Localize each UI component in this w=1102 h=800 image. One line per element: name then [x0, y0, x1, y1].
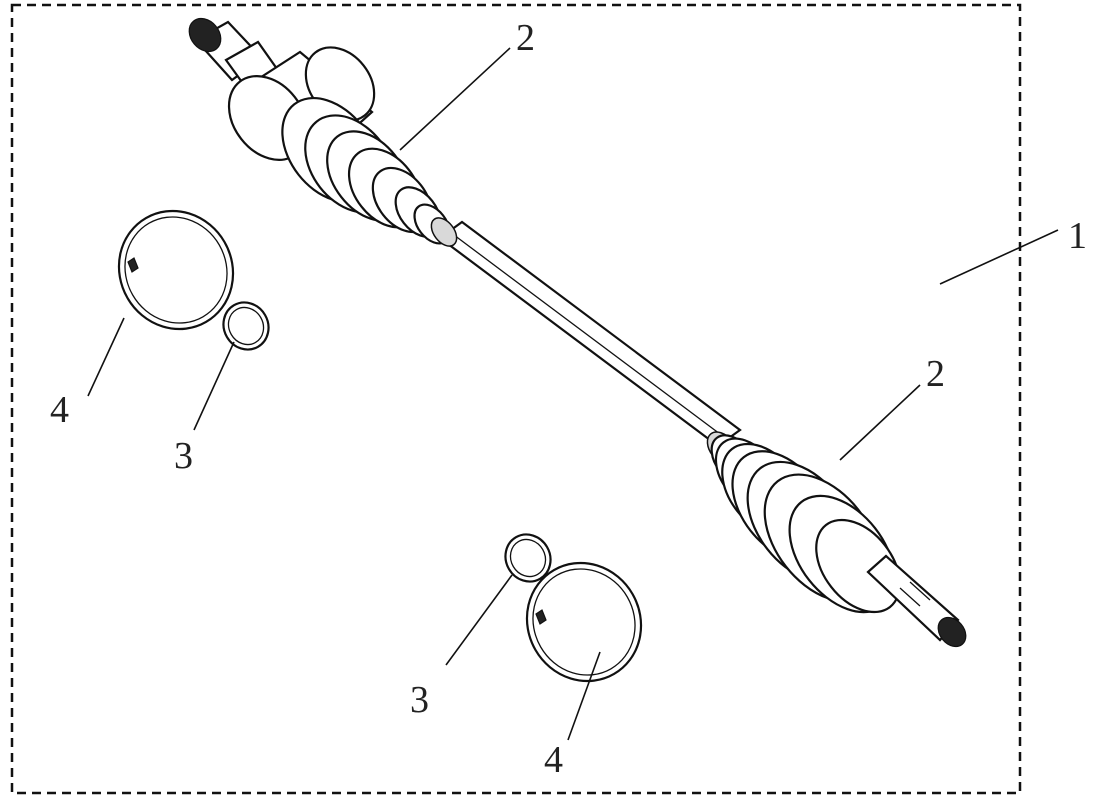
leader-line-2-inner [399, 47, 511, 151]
large-clamp-ring-lower [525, 561, 643, 683]
label-part-2-inner: 2 [516, 17, 535, 59]
label-part-4-upper: 4 [50, 389, 69, 431]
label-part-4-lower: 4 [544, 739, 563, 781]
small-clamp-ring-upper [222, 301, 270, 351]
inner-dust-boot [281, 96, 458, 247]
drive-shaft-assembly [188, 17, 967, 648]
leader-line-4-lower [567, 651, 601, 741]
leader-line-4-upper [87, 317, 125, 397]
label-part-3-lower: 3 [410, 679, 429, 721]
leader-line-3-lower [445, 574, 513, 666]
outer-dust-boot [706, 431, 901, 614]
leader-line-1 [939, 229, 1059, 285]
leader-line-3-upper [193, 341, 235, 431]
label-part-1: 1 [1068, 215, 1087, 257]
label-part-3-upper: 3 [174, 435, 193, 477]
small-clamp-ring-lower [504, 533, 552, 583]
shaft-bar [438, 220, 742, 448]
large-clamp-ring-upper [117, 209, 235, 331]
leader-line-2-outer [839, 384, 921, 461]
outer-stub-shaft [866, 554, 967, 648]
assembly-boundary-frame [10, 3, 1022, 795]
label-part-2-outer: 2 [926, 353, 945, 395]
